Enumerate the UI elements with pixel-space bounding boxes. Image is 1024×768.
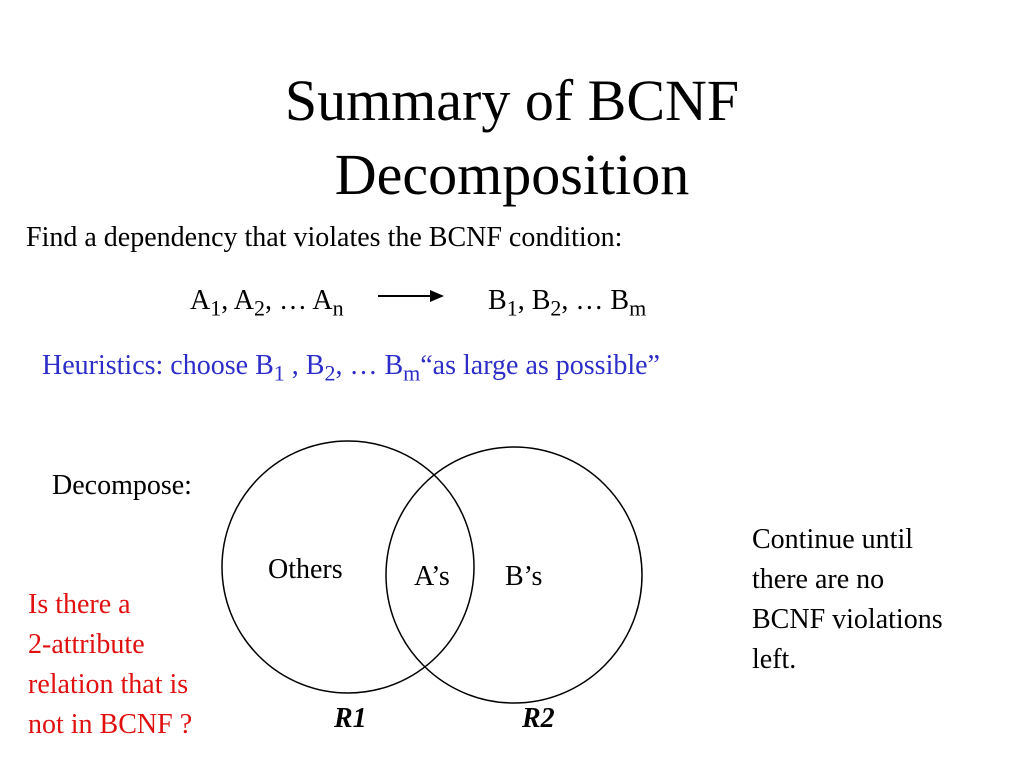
venn-circle-r2 [385, 446, 643, 704]
dependency-lhs: A1, A2, … An [190, 285, 344, 325]
lhs-a1: A1, [190, 285, 234, 321]
slide-title-line-1: Summary of BCNF [284, 68, 740, 133]
venn-label-as: A’s [414, 561, 450, 592]
lhs-an: An [312, 285, 344, 321]
venn-circle-r1 [221, 440, 475, 694]
continue-line: left. [752, 644, 797, 675]
question-line: Is there a [28, 589, 131, 620]
question-line: relation that is [28, 669, 189, 700]
continue-line: BCNF violations [752, 604, 943, 635]
question-line: 2-attribute [28, 629, 145, 660]
dependency-arrow [378, 290, 444, 302]
rhs-b1: B1, [488, 285, 532, 321]
lhs-a2: A2, … [233, 285, 313, 321]
intro-text: Find a dependency that violates the BCNF… [26, 222, 623, 253]
rhs-bm: Bm [610, 285, 647, 321]
continue-note: Continue until there are no BCNF violati… [752, 520, 943, 680]
continue-line: there are no [752, 564, 885, 595]
venn-label-others: Others [268, 554, 343, 585]
question-text: Is there a 2-attribute relation that is … [28, 585, 192, 745]
rhs-b2: B2, … [531, 285, 611, 321]
relation-label-r2: R2 [522, 703, 555, 734]
question-line: not in BCNF ? [28, 709, 193, 740]
continue-line: Continue until [752, 524, 913, 555]
decompose-label: Decompose: [52, 470, 192, 501]
slide-title-line-2: Decomposition [334, 142, 690, 207]
heuristics-text: Heuristics: choose B1 , B2, … Bm“as larg… [42, 350, 660, 386]
venn-label-bs: B’s [505, 561, 543, 592]
dependency-rhs: B1, B2, … Bm [488, 285, 646, 325]
relation-label-r1: R1 [334, 703, 367, 734]
